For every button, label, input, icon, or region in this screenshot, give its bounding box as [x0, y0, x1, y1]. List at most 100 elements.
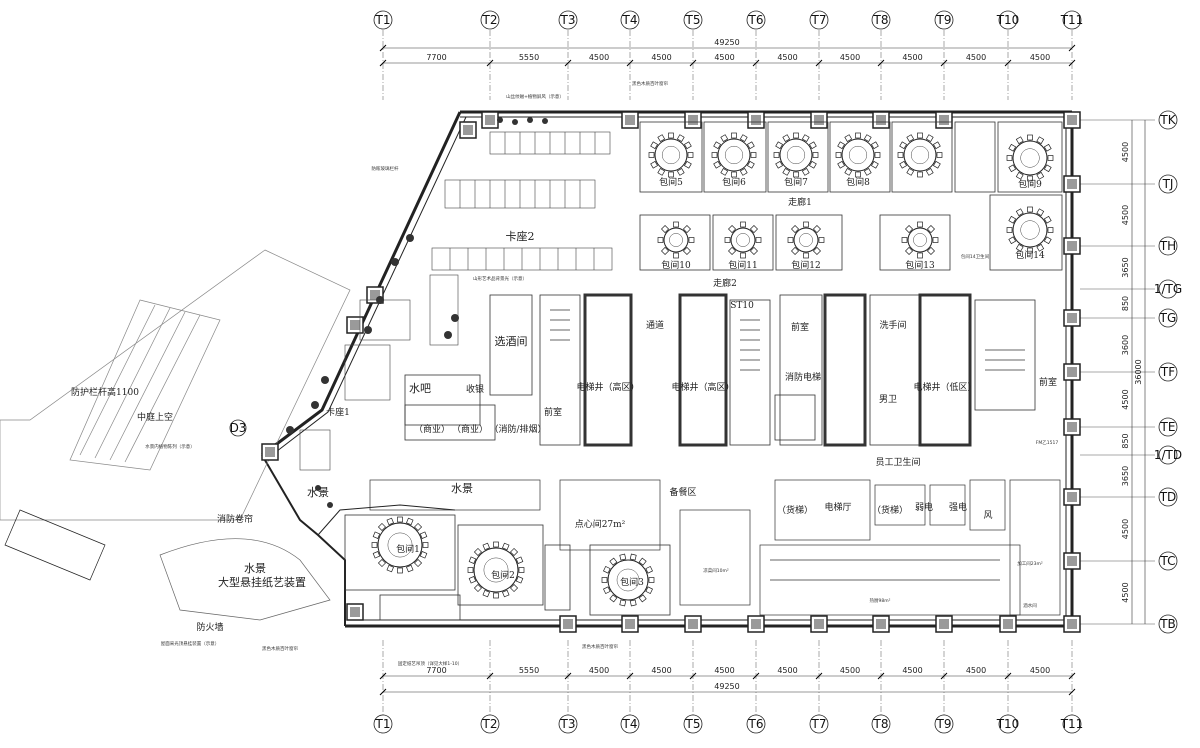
- label-hot-kitchen: 热厨98m²: [870, 597, 891, 604]
- grid-label: T10: [996, 717, 1020, 731]
- structural-column: [1063, 418, 1081, 436]
- round-table: [601, 553, 655, 607]
- booth-seating: [299, 131, 613, 471]
- label-weak-elec: 弱电: [915, 501, 933, 513]
- grid-label: T10: [996, 13, 1020, 27]
- plants: [286, 117, 548, 508]
- grid-label: T5: [685, 717, 701, 731]
- grid-bubble-tj: TJ: [1158, 174, 1178, 194]
- grid-bubble-1-tg: 1/TG: [1154, 279, 1182, 299]
- dimension-label: 4500: [1030, 53, 1050, 62]
- label-dim-sum: 点心间27m²: [575, 518, 626, 530]
- private-room-row-top: [639, 121, 1063, 271]
- label-freight-1: （货梯）: [777, 504, 813, 516]
- grid-label: T4: [622, 13, 638, 27]
- grid-bubble-t10-bottom: T10: [996, 714, 1020, 734]
- grid-label: TF: [1160, 365, 1175, 379]
- structural-column: [261, 443, 279, 461]
- structural-column: [1063, 615, 1081, 633]
- label-fire-wall: 防火墙: [196, 621, 223, 633]
- dimension-label: 5550: [519, 53, 539, 62]
- dimension-label: 4500: [589, 666, 609, 675]
- label-commercial-2: （商业）: [452, 423, 488, 435]
- label-prep-area: 备餐区: [669, 486, 696, 498]
- grid-label: T2: [482, 717, 498, 731]
- private-room-label: 包间12: [791, 259, 820, 271]
- grid-bubble-t6-bottom: T6: [746, 714, 766, 734]
- structural-column: [1063, 488, 1081, 506]
- grid-label: T8: [873, 717, 889, 731]
- dimension-label: 4500: [966, 53, 986, 62]
- grid-bubble-te: TE: [1158, 417, 1178, 437]
- grid-bubble-t9-bottom: T9: [934, 714, 954, 734]
- grid-label: TC: [1159, 554, 1175, 568]
- structural-column: [684, 111, 702, 129]
- label-processing: 加工间23m²: [1017, 560, 1043, 567]
- dimension-label: 4500: [777, 53, 797, 62]
- grid-label: T11: [1060, 717, 1084, 731]
- label-staff-wc: 员工卫生间: [875, 456, 920, 468]
- dimension-label: 4500: [1121, 205, 1130, 225]
- structural-column: [935, 615, 953, 633]
- label-booth-2: 卡座2: [506, 229, 535, 243]
- dimension-label: 3650: [1121, 466, 1130, 486]
- label-elevator-low: 电梯井（低区）: [913, 381, 976, 393]
- grid-bubble-tf: TF: [1158, 362, 1178, 382]
- structural-column: [872, 111, 890, 129]
- round-table: [467, 541, 525, 599]
- round-table: [648, 132, 694, 178]
- grid-label: T8: [873, 13, 889, 27]
- annotation-note: 黑色木质百叶窗帘: [582, 643, 618, 650]
- structural-column: [559, 615, 577, 633]
- round-table: [897, 132, 943, 178]
- annotation-note: 黑色木质百叶窗帘: [632, 80, 668, 87]
- label-strong-elec: 强电: [949, 501, 967, 513]
- grid-label: TH: [1159, 239, 1176, 253]
- grid-label: T7: [811, 13, 827, 27]
- dimension-label: 4500: [1121, 389, 1130, 409]
- dimension-label: 850: [1121, 296, 1130, 311]
- dimension-label: 5550: [519, 666, 539, 675]
- structural-column: [1063, 552, 1081, 570]
- dimension-label: 4500: [1121, 582, 1130, 602]
- private-room-label: 包间3: [620, 576, 644, 588]
- label-booth-1: 卡座1: [326, 406, 350, 418]
- round-table: [787, 221, 825, 259]
- label-cashier: 收银: [466, 383, 484, 395]
- label-sculpture: 大型悬挂纸艺装置: [218, 575, 306, 589]
- label-freight-2: （货梯）: [872, 504, 908, 516]
- grid-label: T5: [685, 13, 701, 27]
- grid-bubble-tg: TG: [1158, 308, 1178, 328]
- round-table: [657, 221, 695, 259]
- label-front-room: 前室: [544, 406, 562, 418]
- dimension-total: 36000: [1134, 359, 1143, 384]
- private-room-label: 包间5: [659, 176, 683, 188]
- dimension-label: 4500: [840, 53, 860, 62]
- private-rooms-bottom: [344, 514, 671, 621]
- grid-bubbles: T1T1T2T2T3T3T4T4T5T5T6T6T7T7T8T8T9T9T10T…: [373, 10, 1182, 734]
- grid-label: TD: [1159, 490, 1177, 504]
- grid-bubble-t1-bottom: T1: [373, 714, 393, 734]
- dimension-label: 4500: [777, 666, 797, 675]
- grid-label: 1/TD: [1154, 448, 1182, 462]
- label-stair: ST10: [730, 301, 754, 311]
- label-corridor-2: 走廊2: [713, 277, 737, 289]
- dimension-label: 4500: [589, 53, 609, 62]
- dimension-label: 4500: [714, 666, 734, 675]
- label-front-room-2: 前室: [791, 321, 809, 333]
- structural-column: [1063, 175, 1081, 193]
- structural-column: [872, 615, 890, 633]
- structural-column: [1063, 237, 1081, 255]
- dimension-label: 850: [1121, 433, 1130, 448]
- label-fire-curtain: 消防卷帘: [217, 513, 253, 525]
- private-room-label: 包间2: [491, 569, 515, 581]
- grid-bubble-t6-top: T6: [746, 10, 766, 30]
- label-passage: 通道: [646, 319, 664, 331]
- grid-bubble-th: TH: [1158, 236, 1178, 256]
- structural-column: [481, 111, 499, 129]
- grid-label: T9: [936, 717, 952, 731]
- grid-bubble-t4-bottom: T4: [620, 714, 640, 734]
- label-wind: 风: [983, 510, 992, 521]
